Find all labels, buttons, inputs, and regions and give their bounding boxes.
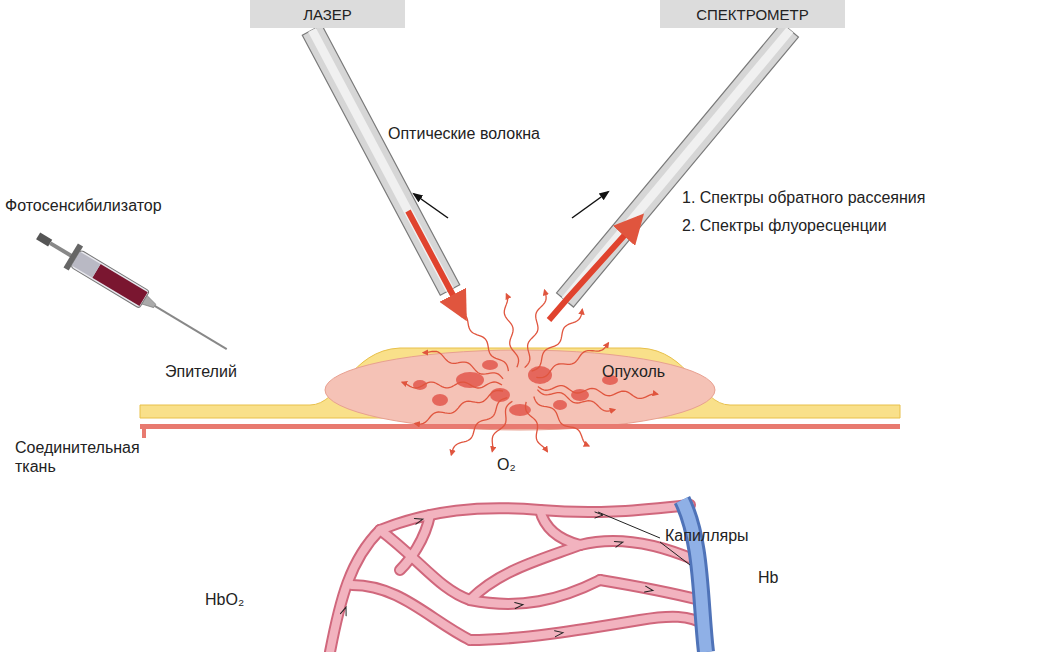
direction-arrow — [572, 192, 608, 218]
connective-tissue — [140, 424, 900, 429]
tumor-label: Опухоль — [602, 362, 665, 381]
flow-arrow — [340, 606, 348, 616]
return-light — [549, 218, 640, 320]
optical-fiber — [302, 23, 798, 320]
capillary — [400, 515, 430, 570]
vein — [682, 500, 706, 652]
light-wave — [492, 401, 512, 451]
flow-arrow — [414, 516, 423, 524]
device-box: ЛАЗЕР — [250, 0, 405, 28]
device-box: СПЕКТРОМЕТР — [660, 0, 845, 28]
hemoglobin-label: HbO₂ — [205, 590, 244, 609]
spectrum-note: 1. Спектры обратного рассеяния — [682, 188, 925, 207]
tumor-cell — [482, 360, 498, 370]
leader-line — [598, 512, 660, 538]
capillary — [600, 580, 700, 600]
tumor — [325, 350, 715, 430]
light-wave — [536, 343, 608, 378]
capillary — [352, 585, 470, 640]
capillary — [470, 617, 705, 640]
capillary — [600, 580, 700, 600]
flow-arrow — [614, 539, 623, 547]
light-wave — [504, 294, 518, 367]
light-wave — [451, 398, 507, 455]
leader-line — [660, 542, 690, 565]
flow-arrow — [555, 630, 564, 637]
photosensitizer-label: Фотосенсибилизатор — [5, 196, 162, 215]
optical-fiber — [557, 23, 799, 307]
vein — [682, 500, 706, 652]
capillary — [540, 510, 580, 545]
light-wave — [456, 310, 508, 371]
tumor-cell — [432, 394, 448, 406]
fiber-label: Оптические волокна — [388, 124, 540, 143]
tumor-cell — [571, 389, 589, 401]
tumor-cell — [528, 366, 552, 384]
device-name: ЛАЗЕР — [293, 6, 362, 23]
light-wave — [526, 402, 548, 452]
connective-tissue — [142, 424, 146, 438]
flow-arrow — [645, 586, 654, 593]
hemoglobin-label: Hb — [758, 568, 778, 587]
tumor-cell — [456, 372, 484, 388]
capillary-label: Капилляры — [665, 526, 749, 545]
light-wave — [534, 397, 589, 446]
spectrum-note: 2. Спектры флуоресценции — [682, 216, 887, 235]
syringe — [31, 224, 234, 361]
layer-label: Эпителий — [165, 362, 237, 381]
capillary-network — [330, 505, 705, 652]
layer-label: Соединительная ткань — [15, 438, 140, 476]
direction-arrow — [414, 194, 448, 218]
tumor-cell — [553, 400, 567, 410]
device-name: СПЕКТРОМЕТР — [686, 6, 819, 23]
light-wave — [538, 386, 658, 399]
oxygen-label: O₂ — [497, 455, 516, 474]
fiber-core — [562, 27, 794, 303]
laser-beam — [408, 211, 464, 316]
flow-arrow — [515, 602, 523, 609]
light-wave — [402, 382, 502, 388]
capillary — [470, 617, 705, 640]
optical-fiber — [302, 25, 459, 295]
tumor-cell — [509, 404, 531, 416]
